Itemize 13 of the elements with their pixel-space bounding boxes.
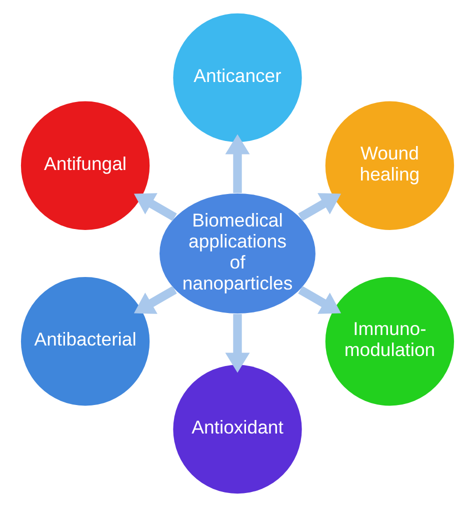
node-ellipse: Biomedical applications of nanoparticles — [159, 194, 315, 314]
arrow — [133, 193, 176, 221]
node-circle: Anticancer — [172, 13, 302, 142]
node-circle: Antioxidant — [172, 364, 302, 494]
node-circle: Immuno-modulation — [324, 277, 454, 406]
arrow — [224, 314, 250, 373]
node-circle: Wound healing — [324, 101, 454, 230]
arrow — [133, 286, 176, 314]
arrow — [298, 286, 341, 314]
node-circle: Antifungal — [20, 101, 150, 230]
arrow — [224, 134, 250, 193]
arrow — [298, 193, 341, 221]
node-circle: Antibacterial — [20, 277, 150, 406]
